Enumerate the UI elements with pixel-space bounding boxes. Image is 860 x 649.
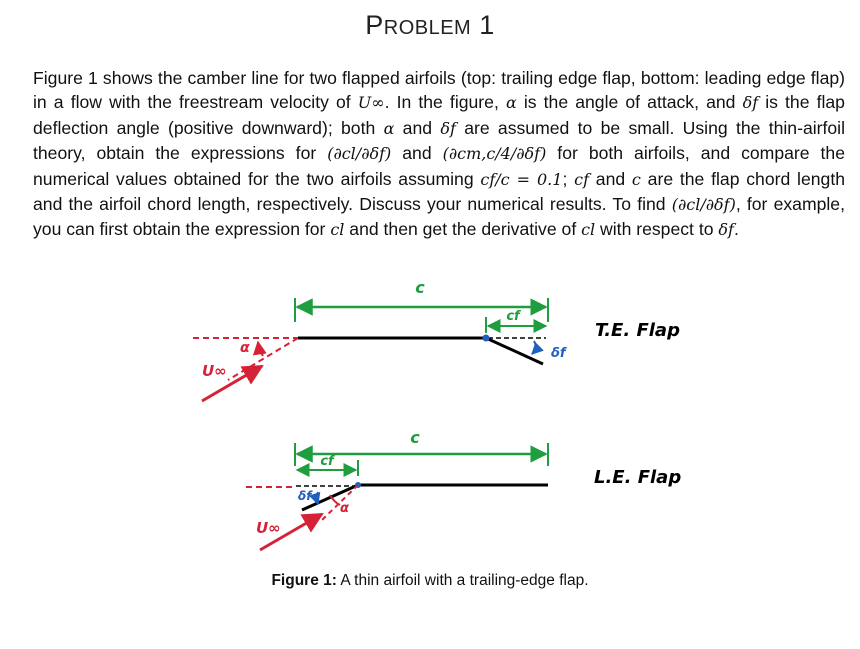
text-segment: and: [394, 117, 441, 138]
text-segment: and then get the derivative of: [344, 219, 582, 240]
title-initial: P: [365, 10, 384, 40]
text-segment: Figure 1 shows the camber line for two f…: [33, 68, 845, 113]
te-delta-label: δf: [551, 346, 568, 361]
math-dcl-ddelta: (∂cl/∂δf): [327, 144, 392, 164]
math-cl: cl: [581, 220, 596, 240]
te-alpha-dashed-line: [227, 337, 299, 381]
math-c: c: [631, 169, 641, 189]
math-alpha: α: [505, 93, 517, 113]
le-flap-diagram: c cf α δf U∞ L.E. Flap: [246, 428, 681, 552]
text-segment: .: [733, 219, 739, 240]
math-dcl-ddelta: (∂cl/∂δf): [671, 195, 736, 215]
text-segment: for both airfoils, and compare the numer…: [33, 143, 845, 189]
text-segment: are the flap chord length and the airfoi…: [33, 168, 845, 215]
text-segment: with respect to: [595, 219, 719, 240]
te-flap-chord-label: cf: [506, 309, 522, 324]
math-cf: cf: [574, 169, 589, 189]
text-segment: and: [589, 168, 632, 189]
te-hinge-point: [482, 334, 490, 342]
le-chord-label: c: [410, 428, 420, 447]
text-segment: is the angle of attack, and: [516, 92, 743, 113]
caption-text: A thin airfoil with a trailing-edge flap…: [336, 572, 589, 589]
text-segment: is the flap deflection angle (positive d…: [33, 92, 845, 138]
figure-caption: Figure 1: A thin airfoil with a trailing…: [0, 572, 860, 590]
le-flap-chord-label: cf: [320, 454, 336, 469]
te-u-label: U∞: [202, 362, 227, 380]
le-u-label: U∞: [256, 519, 281, 537]
text-segment: are assumed to be small. Using the thin-…: [33, 117, 845, 164]
math-delta-f: δf: [742, 93, 759, 113]
te-flap-deflected: [485, 336, 544, 366]
text-segment: , for example, you can first obtain the …: [33, 194, 845, 240]
le-flap-deflected: [301, 483, 359, 512]
te-alpha-label: α: [240, 340, 250, 356]
le-flap-label: L.E. Flap: [594, 467, 681, 488]
text-segment: and: [391, 143, 443, 164]
text-segment: . In the figure,: [384, 92, 506, 113]
te-alpha-arc: [252, 340, 267, 357]
caption-label: Figure 1:: [271, 572, 337, 589]
le-delta-arc: [308, 491, 321, 506]
title-rest: ROBLEM: [383, 17, 472, 39]
math-chord-ratio: cf/c = 0.1: [480, 169, 563, 189]
le-alpha-label: α: [340, 501, 349, 516]
flap-figure: c cf δf α U∞ T.E. Flap c cf: [193, 278, 681, 552]
math-u-infinity: U∞: [357, 93, 385, 113]
le-delta-label: δf: [298, 489, 313, 503]
le-alpha-arc: [329, 494, 341, 506]
te-chord-label: c: [415, 278, 425, 297]
te-freestream-arrow: [201, 364, 264, 403]
math-delta-f: δf: [440, 118, 456, 138]
te-flap-label: T.E. Flap: [595, 320, 680, 341]
te-flap-diagram: c cf δf α U∞ T.E. Flap: [193, 278, 680, 403]
math-alpha: α: [383, 118, 395, 138]
math-dcm-ddelta: (∂cm,c/4/∂δf): [442, 144, 547, 164]
math-cl: cl: [330, 220, 345, 240]
problem-title: PROBLEM 1: [0, 10, 860, 41]
title-number: 1: [471, 10, 495, 40]
text-segment: ;: [562, 168, 575, 189]
le-freestream-arrow: [259, 512, 324, 552]
problem-statement: Figure 1 shows the camber line for two f…: [33, 66, 845, 243]
te-delta-arc: [531, 340, 544, 355]
math-delta-f: δf: [718, 220, 734, 240]
